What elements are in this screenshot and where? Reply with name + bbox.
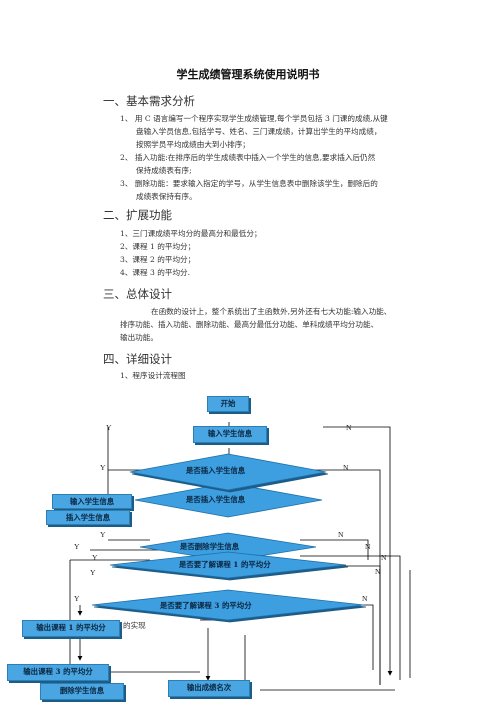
- no-label: N: [375, 567, 381, 576]
- text-fragment: 的实现: [123, 621, 146, 630]
- no-label: N: [343, 463, 349, 472]
- output-course3-box: 输出课程 3 的平均分: [7, 664, 109, 681]
- delete-info-box: 删除学生信息: [40, 683, 124, 700]
- flowchart: 开始 输入学生信息 是否插入学生信息 是否插入学生信息 输入学生信息 插入学生信…: [0, 390, 496, 702]
- decision-insert: [129, 453, 327, 491]
- para-line: 输出功能。: [120, 333, 158, 342]
- section-heading-1: 一、基本需求分析: [103, 94, 195, 108]
- para-line: 3、课程 2 的平均分；: [120, 255, 196, 264]
- yes-label: Y: [74, 542, 80, 551]
- para-line: 在函数的设计上，整个系统出了主函数外,另外还有七大功能:输入功能、: [151, 307, 392, 316]
- no-label: N: [381, 553, 387, 562]
- no-label: N: [362, 594, 368, 603]
- yes-label: Y: [100, 530, 106, 539]
- flowchart-lines: [67, 422, 411, 691]
- no-label: N: [338, 530, 344, 539]
- start-box: 开始: [207, 396, 249, 412]
- para-line: 1、 用 C 语言编写一个程序实现学生成绩管理,每个学员包括 3 门课的成绩,从…: [120, 114, 388, 123]
- section-heading-4: 四、详细设计: [103, 352, 172, 366]
- decision-insert-shadow-label: 是否插入学生信息: [186, 495, 246, 504]
- output-rank-box: 输出成绩名次: [168, 680, 250, 697]
- left-insert-box: 插入学生信息: [46, 510, 130, 525]
- decision-insert-label: 是否插入学生信息: [186, 466, 246, 475]
- para-line: 1、三门课成绩平均分的最高分和最低分；: [120, 229, 262, 238]
- no-label: N: [365, 542, 371, 551]
- para-line: 保持成绩表有序;: [136, 166, 192, 175]
- document-title: 学生成绩管理系统使用说明书: [176, 68, 320, 81]
- yes-label: Y: [100, 463, 106, 472]
- para-line: 按照学员平均成绩由大到小排序；: [136, 140, 250, 149]
- output-course1-box: 输出课程 1 的平均分: [22, 620, 120, 637]
- yes-label: Y: [106, 423, 112, 432]
- section-heading-2: 二、扩展功能: [103, 208, 172, 222]
- para-line: 4、课程 3 的平均分.: [120, 268, 191, 277]
- yes-label: Y: [90, 568, 96, 577]
- decision-course1-label: 是否要了解课程 1 的平均分: [179, 560, 271, 569]
- decision-insert-shadow: [134, 482, 323, 518]
- yes-label: Y: [92, 553, 98, 562]
- para-line: 排序功能、插入功能、删除功能、最高分最低分功能、单科成绩平均分功能、: [120, 320, 379, 329]
- para-line: 2、课程 1 的平均分；: [120, 242, 196, 251]
- para-line: 盘输入学员信息,包括学号、姓名、三门课成绩，计算出学生的平均成绩，: [136, 127, 382, 136]
- para-line: 成绩表保持有序。: [136, 192, 197, 201]
- yes-label: Y: [74, 594, 80, 603]
- decision-delete-label: 是否删除学生信息: [180, 542, 240, 551]
- para-line: 2、 插入功能:在排序后的学生成绩表中插入一个学生的信息,要求插入后仍然: [120, 153, 376, 162]
- para-line: 3、 删除功能：要求输入指定的学号，从学生信息表中删除该学生，删除后的: [120, 179, 378, 188]
- decision-course3: [91, 589, 365, 621]
- decision-course1: [109, 551, 347, 579]
- section-heading-3: 三、总体设计: [103, 287, 172, 301]
- decision-course3-label: 是否要了解课程 3 的平均分: [160, 601, 252, 610]
- para-line: 1、程序设计流程图: [120, 371, 186, 380]
- left-input-box: 输入学生信息: [52, 494, 132, 509]
- no-label: N: [346, 423, 352, 432]
- input-info-box: 输入学生信息: [193, 426, 267, 443]
